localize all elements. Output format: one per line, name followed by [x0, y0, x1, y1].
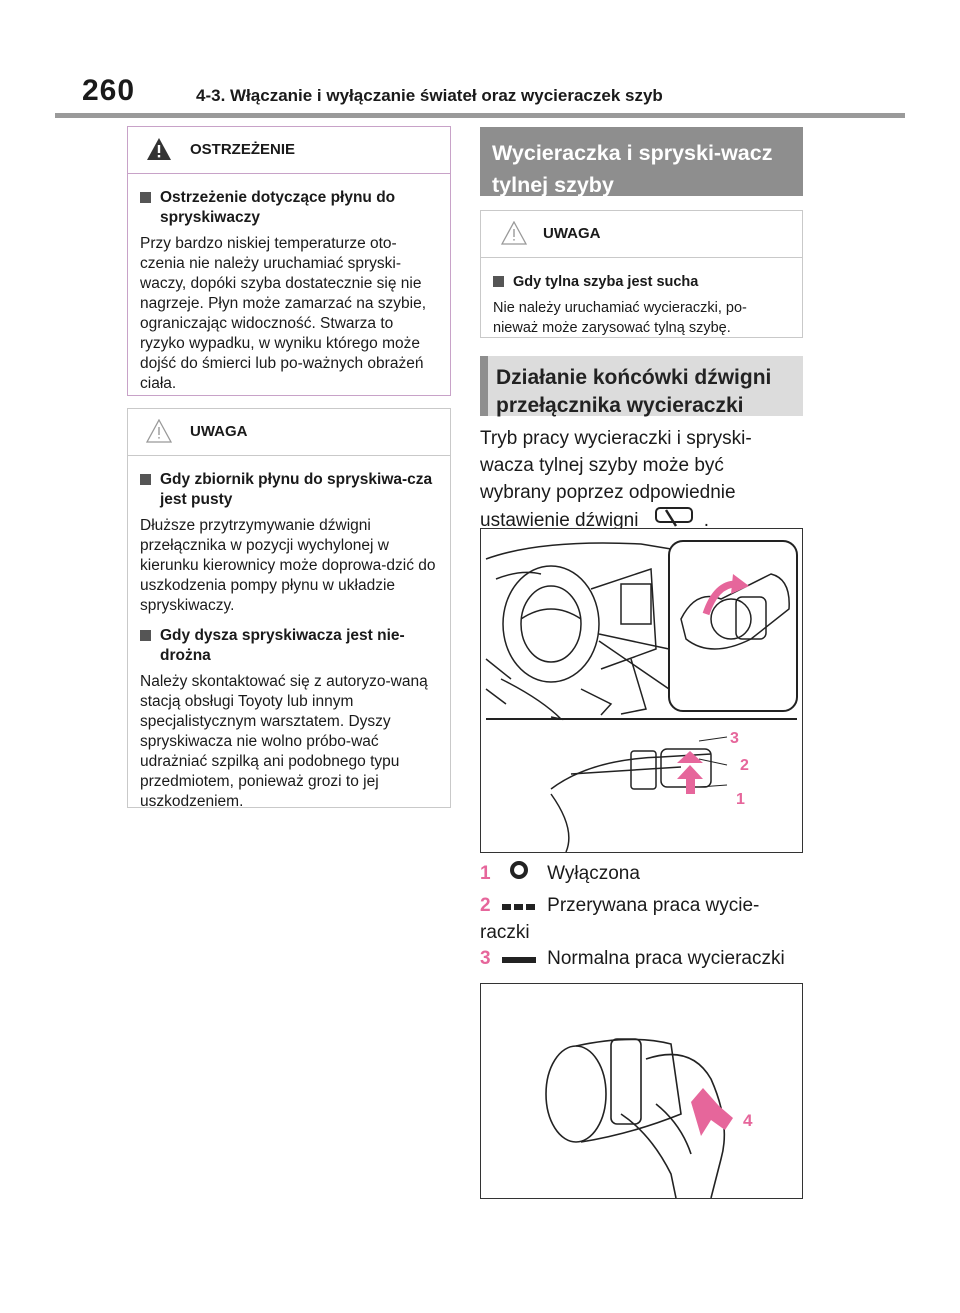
- intro-text: Tryb pracy wycieraczki i spryski-wacza t…: [480, 425, 792, 536]
- legend-item-3: 3 Normalna praca wycieraczki: [480, 945, 800, 972]
- figure-washer-pull: 4: [480, 983, 803, 1199]
- section-heading-lever-tip: Działanie końcówki dźwigni przełącznika …: [480, 356, 803, 417]
- lever-pull-illustration: 4: [545, 1038, 753, 1199]
- rear-notice-header: UWAGA: [481, 211, 802, 258]
- caution-triangle-icon: [146, 419, 172, 443]
- lever-tip-symbol-icon: [650, 506, 698, 536]
- legend-item-2: 2 Przerywana praca wycie-raczki: [480, 892, 790, 946]
- rear-notice-text: Nie należy uruchamiać wycieraczki, po-ni…: [493, 300, 747, 336]
- square-bullet-icon: [140, 474, 151, 485]
- warning-header: OSTRZEŻENIE: [128, 127, 450, 174]
- warning-text: Przy bardzo niskiej temperaturze oto-cze…: [140, 235, 427, 392]
- warning-subheading: Ostrzeżenie dotyczące płynu do spryskiwa…: [140, 188, 438, 228]
- figure-label-3: 3: [730, 730, 739, 747]
- chapter-title: 4-3. Włączanie i wyłączanie świateł oraz…: [196, 86, 663, 105]
- notice-subheading-2: Gdy dysza spryskiwacza jest nie-drożna: [140, 626, 438, 666]
- rear-notice-box: UWAGA Gdy tylna szyba jest sucha Nie nal…: [480, 210, 803, 338]
- rear-notice-subheading: Gdy tylna szyba jest sucha: [493, 272, 790, 292]
- figure-label-1: 1: [736, 791, 745, 808]
- notice-box: UWAGA Gdy zbiornik płynu do spryskiwa-cz…: [127, 408, 451, 810]
- figure-lever-positions: 3 2 1: [480, 528, 803, 853]
- square-bullet-icon: [140, 630, 151, 641]
- notice-header: UWAGA: [128, 409, 450, 456]
- warning-triangle-icon: [147, 138, 171, 160]
- continuous-bar-icon: [496, 945, 542, 972]
- intermittent-dashes-icon: [496, 892, 542, 919]
- figure-label-2: 2: [740, 757, 749, 774]
- notice-text-1: Dłuższe przytrzymywanie dźwigni przełącz…: [140, 517, 436, 614]
- section-stripe: [480, 356, 488, 416]
- header-rule: [55, 113, 905, 118]
- warning-title: OSTRZEŻENIE: [190, 141, 296, 158]
- rear-notice-title: UWAGA: [543, 225, 601, 242]
- dashboard-lever-illustration: 3 2 1: [485, 540, 798, 853]
- square-bullet-icon: [493, 276, 504, 287]
- square-bullet-icon: [140, 192, 151, 203]
- page-number: 260: [82, 74, 136, 107]
- notice-text-2: Należy skontaktować się z autoryzo-waną …: [140, 673, 428, 810]
- notice-title: UWAGA: [190, 423, 248, 440]
- caution-triangle-icon: [501, 221, 527, 245]
- warning-box: OSTRZEŻENIE Ostrzeżenie dotyczące płynu …: [127, 126, 451, 396]
- section-heading-rear-wiper: Wycieraczka i spryski-wacz tylnej szyby: [480, 127, 803, 197]
- off-position-icon: [496, 860, 542, 887]
- figure-label-4: 4: [743, 1111, 753, 1130]
- notice-subheading-1: Gdy zbiornik płynu do spryskiwa-cza jest…: [140, 470, 438, 510]
- legend-item-1: 1 Wyłączona: [480, 860, 800, 887]
